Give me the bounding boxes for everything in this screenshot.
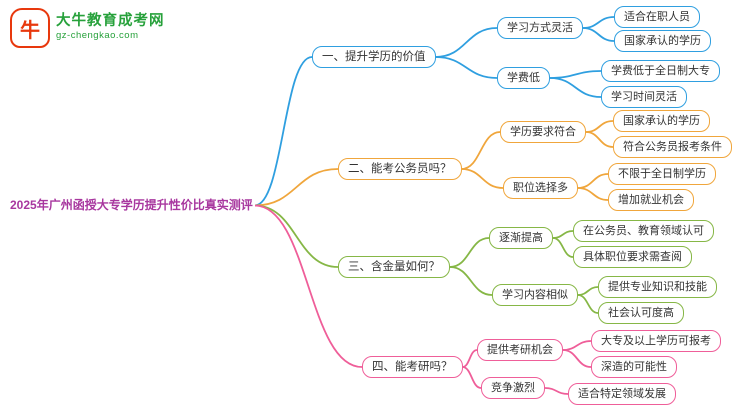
leaf-node: 大专及以上学历可报考 [591,330,721,352]
logo-text-block: 大牛教育成考网 gz-chengkao.com [56,8,165,42]
leaf-node: 在公务员、教育领域认可 [573,220,714,242]
leaf-node: 具体职位要求需查阅 [573,246,692,268]
root-topic: 2025年广州函授大专学历提升性价比真实测评 [8,197,255,214]
branch-node: 四、能考研吗？ [362,356,463,378]
leaf-node: 学费低于全日制大专 [601,60,720,82]
branch-node: 二、能考公务员吗？ [338,158,462,180]
subtopic-node: 职位选择多 [503,177,578,199]
leaf-node: 国家承认的学历 [614,30,711,52]
logo-subtitle: gz-chengkao.com [56,30,139,41]
logo-bull-icon: 牛 [10,8,50,48]
leaf-node: 适合特定领域发展 [568,383,676,405]
branch-node: 三、含金量如何？ [338,256,450,278]
subtopic-node: 学费低 [497,67,550,89]
leaf-node: 不限于全日制学历 [608,163,716,185]
subtopic-node: 学习内容相似 [492,284,578,306]
leaf-node: 国家承认的学历 [613,110,710,132]
subtopic-node: 学习方式灵活 [497,17,583,39]
subtopic-node: 竞争激烈 [481,377,545,399]
subtopic-node: 学历要求符合 [500,121,586,143]
site-logo: 牛 大牛教育成考网 gz-chengkao.com [10,8,165,48]
leaf-node: 学习时间灵活 [601,86,687,108]
leaf-node: 适合在职人员 [614,6,700,28]
leaf-node: 社会认可度高 [598,302,684,324]
logo-title: 大牛教育成考网 [56,13,165,29]
subtopic-node: 逐渐提高 [489,227,553,249]
leaf-node: 提供专业知识和技能 [598,276,717,298]
leaf-node: 增加就业机会 [608,189,694,211]
leaf-node: 符合公务员报考条件 [613,136,732,158]
branch-node: 一、提升学历的价值 [312,46,436,68]
subtopic-node: 提供考研机会 [477,339,563,361]
leaf-node: 深造的可能性 [591,356,677,378]
